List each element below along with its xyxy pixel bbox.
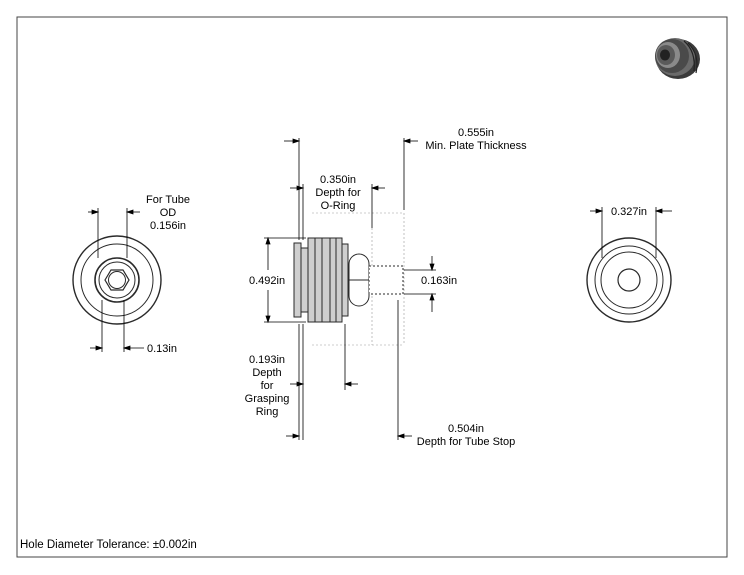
grasping-depth-line3: for	[261, 380, 274, 392]
dim-left-small	[90, 300, 144, 352]
left-small-value: 0.13in	[147, 343, 177, 355]
dim-tube-stop-depth	[286, 300, 412, 440]
oring-depth-line3: O-Ring	[321, 200, 356, 212]
tube-od-line2: OD	[160, 207, 177, 219]
oring-depth-line2: Depth for	[315, 187, 361, 199]
tube-stop-depth-value: 0.504in	[448, 423, 484, 435]
tube-od-line1: For Tube	[146, 194, 190, 206]
grasping-depth-line4: Grasping	[245, 393, 290, 405]
tube-od-value: 0.156in	[150, 220, 186, 232]
dim-tube-od	[88, 208, 140, 258]
grasping-depth-line5: Ring	[256, 406, 279, 418]
grasping-depth-value: 0.193in	[249, 354, 285, 366]
dim-overall-diameter	[264, 236, 306, 324]
right-end-view	[586, 237, 672, 323]
plate-thickness-label: Min. Plate Thickness	[425, 140, 527, 152]
plate-phantom	[312, 212, 405, 346]
plate-thickness-value: 0.555in	[458, 127, 494, 139]
dim-grasping-depth	[290, 324, 358, 440]
dim-oring-depth	[290, 184, 385, 240]
left-end-view	[72, 235, 162, 325]
dim-plate-thickness	[284, 138, 418, 240]
dim-inner-diameter	[404, 256, 436, 312]
part-3d-thumbnail	[655, 38, 700, 79]
oring-depth-value: 0.350in	[320, 174, 356, 186]
dim-right-diameter	[590, 207, 672, 258]
inner-diameter-value: 0.163in	[421, 275, 457, 287]
tolerance-note: Hole Diameter Tolerance: ±0.002in	[20, 539, 197, 551]
grasping-depth-line2: Depth	[252, 367, 281, 379]
overall-diameter-value: 0.492in	[249, 275, 285, 287]
tube-stop-depth-label: Depth for Tube Stop	[417, 436, 515, 448]
side-view-part	[293, 237, 404, 323]
right-diameter-value: 0.327in	[611, 206, 647, 218]
